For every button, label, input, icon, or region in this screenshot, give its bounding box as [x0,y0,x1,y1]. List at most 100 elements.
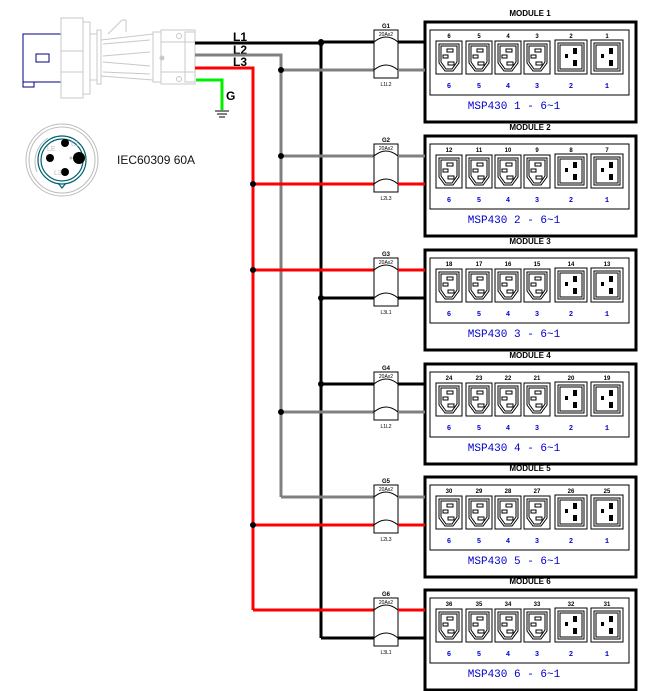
c13-socket-icon [435,154,463,189]
module-box [423,20,638,124]
module-model: MSP430 2 - 6~1 [468,215,561,227]
c19-socket-face [593,384,621,414]
pin-slot [501,396,508,401]
outlet-position: 1 [605,83,609,91]
pin-slot [609,628,613,634]
c19-socket-inner [595,44,619,70]
pin-slot [534,616,542,621]
outlet-32: 322 [554,602,588,659]
pin-label-G: LE [47,146,56,153]
pin-slot [565,168,568,172]
outlet-position: 6 [447,651,451,659]
breaker-name: G5 [382,479,391,485]
breaker-box [373,143,399,193]
outlet-position: 3 [535,425,539,433]
c19-socket-inner [595,386,619,412]
pin-slot [573,616,577,622]
pin-slot [472,622,479,627]
outlet-11: 115 [465,148,493,205]
c13-socket-face [468,498,490,527]
outlet-number: 9 [535,148,539,154]
pin-slot [447,629,455,634]
outlet-position: 3 [535,197,539,205]
c13-socket-face [526,271,548,300]
outlet-number: 3 [535,34,539,40]
pin-slot [601,168,604,172]
pin-slot [534,390,542,395]
outlet-position: 5 [477,83,481,91]
outlet-number: 17 [476,262,483,268]
outlet-number: 20 [568,376,575,382]
outlet-position: 6 [447,83,451,91]
breaker-contact-icon [373,264,399,271]
pin-slot [505,503,513,508]
outlet-4: 44 [494,34,522,91]
outlet-number: 2 [569,34,573,40]
outlet-number: 22 [505,376,512,382]
pin-label-L1: L1 [71,141,79,148]
outlet-number: 13 [604,262,611,268]
breaker-contact-icon [373,64,399,71]
outlet-29: 295 [465,489,493,546]
pin-slot [609,503,613,509]
pin-slot [446,616,454,621]
outlet-2: 22 [554,34,588,91]
junction-dot [318,295,324,301]
outlet-number: 15 [534,262,541,268]
junction-dot [278,153,284,159]
outlet-number: 25 [604,489,611,495]
pin-slot [505,390,513,395]
pin-slot [505,162,513,167]
outlet-position: 4 [506,197,510,205]
pin-slot [477,516,485,521]
c13-socket-inner [470,613,488,638]
c19-socket-face [557,384,585,414]
pin-slot [506,175,514,180]
pin-slot [447,289,455,294]
bus-L3 [200,66,255,610]
outlet-30: 306 [435,489,463,546]
outlet-number: 23 [476,376,483,382]
breaker-rating: 20Ax2 [379,374,393,380]
breaker-name: G3 [382,252,391,258]
breaker-contact-icon [373,406,399,413]
c13-socket-inner [499,500,517,525]
outlet-13: 131 [590,262,624,319]
c19-socket-face [557,610,585,640]
pin-slot [573,60,577,66]
pin-slot [534,48,542,53]
outlet-number: 21 [534,376,541,382]
outlet-position: 1 [605,425,609,433]
c13-socket-icon [494,154,522,189]
outlet-position: 1 [605,651,609,659]
module-box [423,588,638,691]
outlet-number: 31 [604,602,611,608]
module-title: MODULE 1 [509,9,551,18]
ground-symbol-icon [215,110,229,118]
c13-socket-face [526,498,548,527]
outlet-position: 6 [447,425,451,433]
plug-cap [22,33,62,88]
pin-slot [476,48,484,53]
outlet-number: 33 [534,602,541,608]
outlet-number: 11 [476,148,483,154]
c13-socket-face [468,271,490,300]
pin-slot [501,509,508,514]
outlet-position: 5 [477,538,481,546]
pin-slot [476,390,484,395]
c13-socket-face [438,157,460,186]
pin-slot [609,162,613,168]
pin-slot [506,289,514,294]
outlet-6: 66 [435,34,463,91]
outlet-position: 2 [569,651,573,659]
module-box [423,248,638,352]
pin-slot [609,616,613,622]
pin-slot [501,622,508,627]
module-box [423,362,638,466]
outlet-number: 12 [446,148,453,154]
breaker-box [373,257,399,307]
